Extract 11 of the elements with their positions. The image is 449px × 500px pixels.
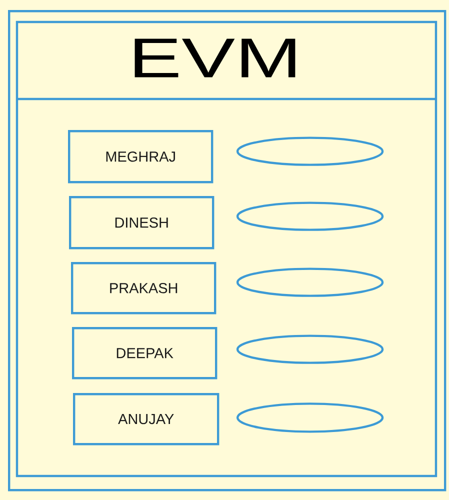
name-box: DINESH bbox=[69, 196, 214, 250]
oval bbox=[236, 334, 384, 364]
name-box: ANUJAY bbox=[73, 393, 220, 446]
oval bbox=[236, 268, 384, 297]
oval bbox=[236, 136, 384, 166]
name-box: PRAKASH bbox=[71, 262, 216, 314]
name-box: MEGHRAJ bbox=[68, 130, 214, 184]
oval bbox=[236, 402, 384, 433]
heading: EVM bbox=[134, 38, 296, 78]
name-box: DEEPAK bbox=[72, 327, 218, 380]
oval bbox=[236, 202, 384, 231]
